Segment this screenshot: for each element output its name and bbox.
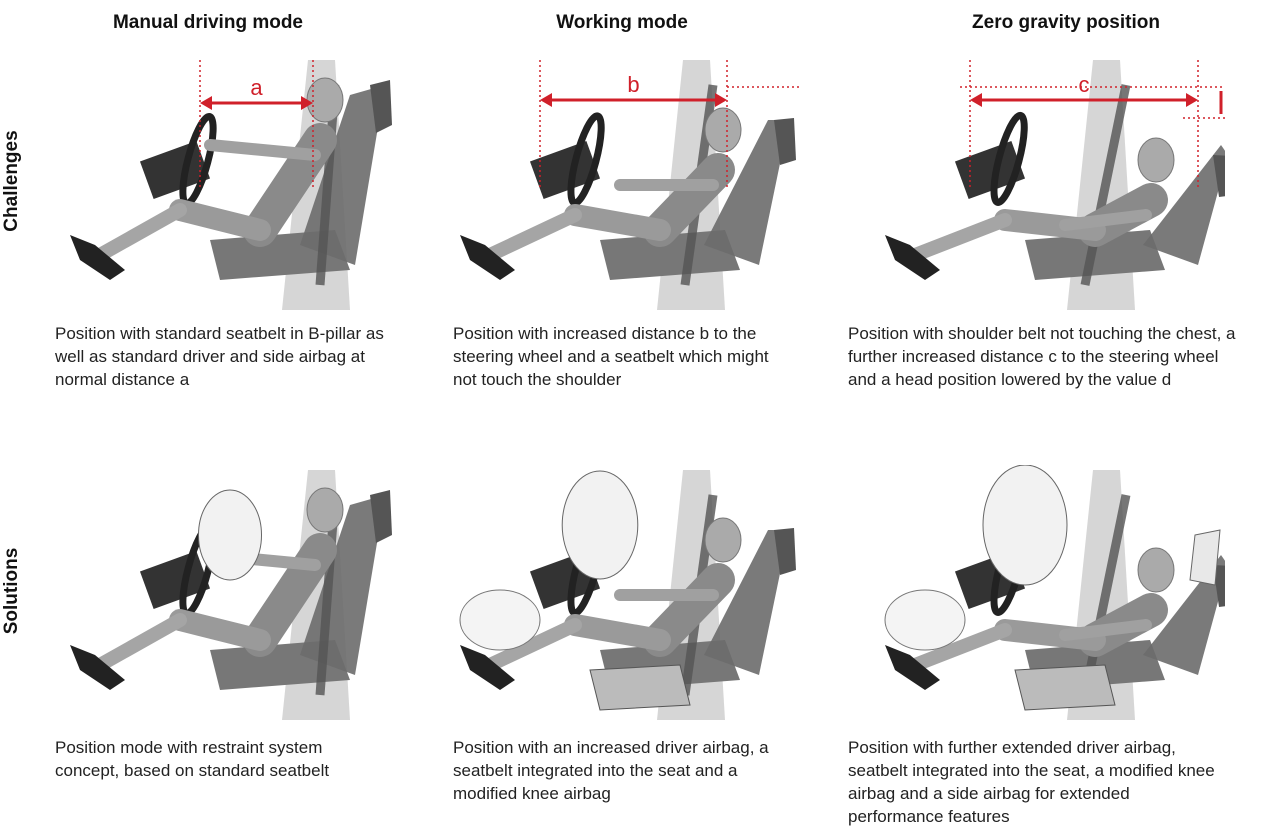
row-label-solutions: Solutions (1, 547, 22, 635)
illustration-working-solution (440, 465, 800, 725)
dummy-shin (908, 213, 1012, 262)
steering-column (139, 550, 211, 610)
illustration-manual-challenge: a (50, 55, 410, 315)
caption-manual-challenge: Position with standard seatbelt in B-pil… (55, 324, 384, 389)
dummy-thigh (169, 199, 271, 241)
driver-airbag (561, 470, 639, 580)
caption-zero-gravity-challenge: Position with shoulder belt not touching… (848, 324, 1236, 389)
knee-airbag (884, 589, 966, 651)
dummy-head (1137, 137, 1175, 183)
dummy-shoe (70, 235, 125, 280)
headrest (370, 490, 392, 543)
headrest (774, 118, 796, 165)
dummy-shoe (460, 235, 515, 280)
steering-column (139, 140, 211, 200)
dummy-head (1137, 547, 1175, 593)
dummy-thigh (169, 609, 271, 651)
knee-airbag (459, 589, 541, 651)
dummy-arm (1059, 209, 1152, 231)
dummy-head (704, 107, 742, 153)
steering-wheel (990, 111, 1028, 207)
driver-airbag (982, 464, 1068, 586)
caption-working-solution: Position with an increased driver airbag… (453, 738, 769, 803)
dummy-thigh (564, 614, 671, 651)
dummy-shoe (885, 645, 940, 690)
dimension-label-c: c (1079, 72, 1090, 97)
seatbelt (1080, 494, 1131, 696)
seat-mechanism (589, 664, 691, 711)
seat-mechanism (1014, 664, 1116, 711)
dummy-arm (1059, 619, 1152, 641)
seat-back (704, 530, 789, 675)
dimension-label-a: a (250, 75, 263, 100)
dummy-shin (483, 618, 582, 672)
illustration-working-challenge: b (440, 55, 800, 315)
headrest (370, 80, 392, 133)
dummy-head (704, 517, 742, 563)
steering-column (529, 140, 601, 200)
caption-working-challenge: Position with increased distance b to th… (453, 324, 769, 389)
seat-back (704, 120, 789, 265)
dummy-shoe (460, 645, 515, 690)
dimension-label-b: b (627, 72, 639, 97)
caption-zero-gravity-solution: Position with further extended driver ai… (848, 738, 1215, 826)
column-header-manual: Manual driving mode (112, 12, 304, 33)
row-label-challenges: Challenges (1, 130, 22, 232)
dummy-shin (93, 203, 187, 262)
caption-manual-solution: Position mode with restraint system conc… (55, 738, 330, 780)
dummy-shin (93, 613, 187, 672)
illustration-zero-gravity-challenge: cd (865, 55, 1249, 315)
column-header-working: Working mode (556, 12, 688, 33)
steering-wheel (567, 112, 605, 207)
dummy-head (306, 487, 344, 533)
illustration-zero-gravity-solution (865, 464, 1235, 725)
seat-back (1143, 145, 1228, 265)
seatbelt (1080, 84, 1131, 286)
side-airbag (1189, 529, 1221, 586)
dummy-shoe (885, 235, 940, 280)
dummy-arm (204, 139, 321, 161)
headrest (774, 528, 796, 575)
dummy-thigh (564, 204, 671, 241)
dummy-shoe (70, 645, 125, 690)
dummy-shin (483, 208, 582, 262)
dummy-shin (908, 623, 1012, 672)
seat-back (1143, 555, 1228, 675)
illustration-manual-solution (50, 465, 410, 725)
driver-airbag (198, 489, 262, 581)
column-header-zero-gravity: Zero gravity position (972, 12, 1160, 33)
seat-base (600, 230, 740, 280)
